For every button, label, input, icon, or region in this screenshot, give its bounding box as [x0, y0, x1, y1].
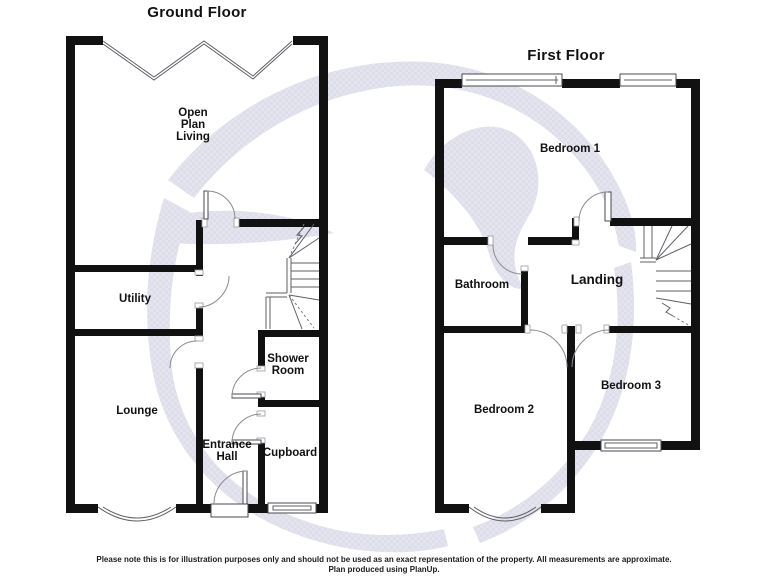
ground-floor-stairs	[265, 223, 320, 330]
room-label-open-plan-living-line2: Plan	[181, 119, 205, 131]
first-floor-doors	[492, 191, 612, 368]
door-leaf	[604, 191, 612, 222]
first-floor-title: First Floor	[527, 47, 604, 64]
room-label-bedroom-1: Bedroom 1	[540, 143, 601, 155]
first-floor-windows	[461, 73, 677, 452]
front-door-leaf	[242, 470, 248, 505]
door-leaf	[231, 393, 262, 399]
room-label-entrance-hall-line1: Entrance	[202, 439, 251, 451]
first-floor-plan	[435, 73, 700, 522]
ground-floor-doors	[169, 190, 262, 518]
room-label-bedroom-2: Bedroom 2	[474, 404, 534, 416]
bifold-opening	[102, 40, 293, 81]
first-floor-walls	[435, 79, 700, 513]
bay-window	[468, 506, 542, 522]
front-door-threshold	[210, 503, 249, 518]
bay-window	[97, 506, 177, 522]
room-label-shower-room-line1: Shower	[267, 353, 309, 365]
room-label-entrance-hall-line2: Hall	[216, 451, 237, 463]
first-floor-jambs	[487, 216, 610, 334]
room-label-open-plan-living-line3: Living	[176, 131, 210, 143]
ground-floor-plan	[66, 36, 328, 522]
ground-floor-title: Ground Floor	[147, 4, 246, 21]
room-label-open-plan-living-line1: Open	[178, 107, 207, 119]
room-label-shower-room-line2: Room	[272, 365, 305, 377]
room-label-utility: Utility	[119, 293, 152, 305]
watermark-logo	[147, 61, 637, 553]
room-label-bedroom-3: Bedroom 3	[601, 380, 661, 392]
footer-disclaimer-line2: Plan produced using PlanUp.	[328, 565, 439, 574]
room-label-lounge: Lounge	[116, 405, 158, 417]
ground-floor-window	[267, 502, 317, 514]
ground-floor-walls	[66, 36, 328, 513]
ground-floor-jambs	[194, 217, 266, 444]
footer-disclaimer-line1: Please note this is for illustration pur…	[96, 555, 671, 564]
room-label-bathroom: Bathroom	[455, 279, 509, 291]
room-label-cupboard: Cupboard	[263, 447, 317, 459]
first-floor-stairs	[640, 225, 692, 327]
room-label-landing: Landing	[571, 272, 624, 287]
door-leaf	[203, 190, 209, 220]
